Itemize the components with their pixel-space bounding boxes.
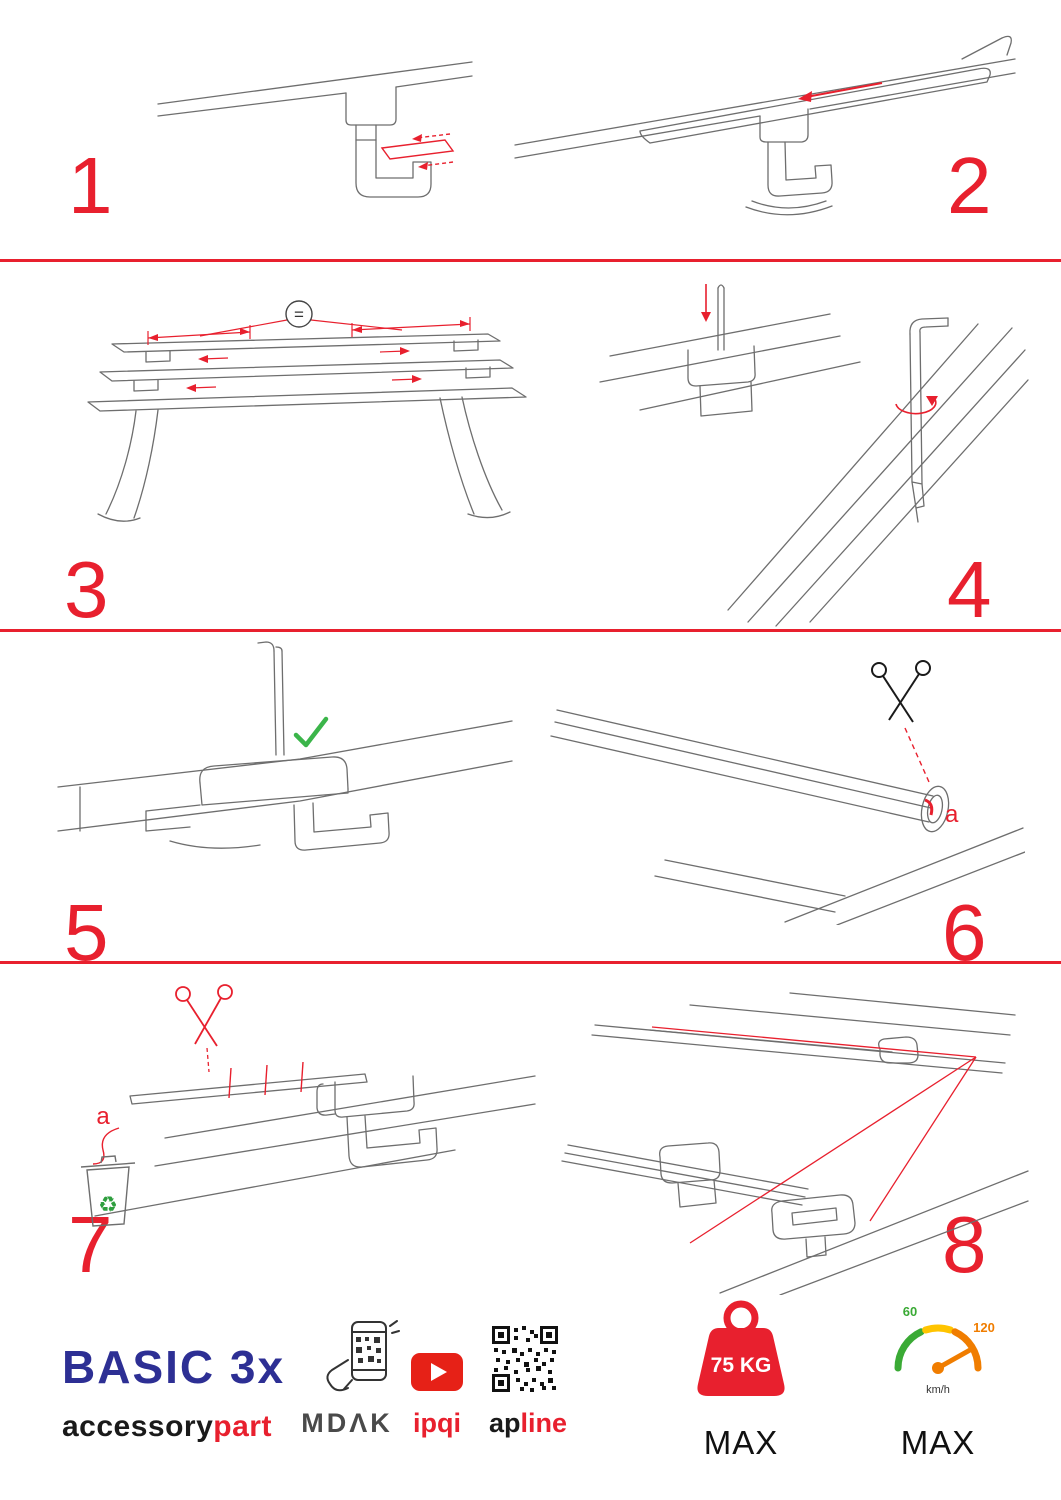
equal-sign: = — [294, 305, 304, 324]
step-3-illustration: = — [87, 300, 527, 522]
speed-60-label: 60 — [903, 1304, 917, 1319]
max-weight-icon: 75 KG — [697, 1300, 785, 1396]
speed-unit-label: km/h — [926, 1384, 950, 1396]
speedometer-icon: 60 120 km/h — [894, 1304, 995, 1396]
brand-block: BASIC 3x accessorypart — [62, 1340, 285, 1444]
scissors-icon — [871, 660, 931, 723]
phone-qr-scan-icon — [326, 1320, 400, 1392]
step-4-number: 4 — [947, 545, 992, 634]
brand-accessory: accessory — [62, 1410, 214, 1443]
step-6-number: 6 — [942, 888, 987, 977]
step-2-number: 2 — [947, 141, 992, 230]
step-3-number: 3 — [64, 545, 109, 634]
step-8-number: 8 — [942, 1200, 987, 1289]
step-1-illustration — [157, 61, 473, 198]
step-2-illustration — [514, 35, 1016, 216]
label-a: a — [96, 1103, 110, 1130]
logo-apline-ap: ap — [488, 1408, 521, 1438]
brand-wordmark: accessorypart — [62, 1410, 285, 1444]
equal-badge — [285, 300, 313, 328]
step-8-illustration — [561, 992, 1029, 1295]
label-a: a — [945, 801, 959, 828]
step-7-illustration: ♻ a — [80, 984, 536, 1227]
logo-mdak: MDΛK — [301, 1408, 393, 1438]
logo-ipqi: ipqi — [413, 1408, 461, 1438]
scissors-icon-red — [175, 984, 233, 1073]
section-divider-2 — [0, 629, 1061, 632]
step-7-number: 7 — [68, 1200, 113, 1289]
speed-120-label: 120 — [973, 1320, 995, 1335]
step-6-illustration: a — [550, 660, 1025, 925]
product-name: BASIC 3x — [62, 1341, 286, 1393]
logo-apline-line: line — [520, 1408, 568, 1438]
weight-max-label: MAX — [703, 1424, 779, 1461]
step-1-number: 1 — [68, 141, 113, 230]
trash-icon — [80, 1155, 136, 1227]
recycle-icon: ♻ — [98, 1192, 118, 1217]
youtube-icon — [411, 1353, 463, 1391]
weight-value: 75 KG — [711, 1354, 772, 1377]
section-divider-1 — [0, 259, 1061, 262]
checkmark-icon — [293, 716, 329, 748]
logo-apline: apline — [478, 1408, 578, 1439]
section-divider-3 — [0, 961, 1061, 964]
brand-part: part — [213, 1410, 272, 1443]
speed-max-label: MAX — [900, 1424, 976, 1461]
step-5-number: 5 — [64, 888, 109, 977]
qr-code-icon — [492, 1326, 558, 1392]
step-4-illustration — [599, 284, 1029, 627]
step-5-illustration — [57, 641, 513, 851]
